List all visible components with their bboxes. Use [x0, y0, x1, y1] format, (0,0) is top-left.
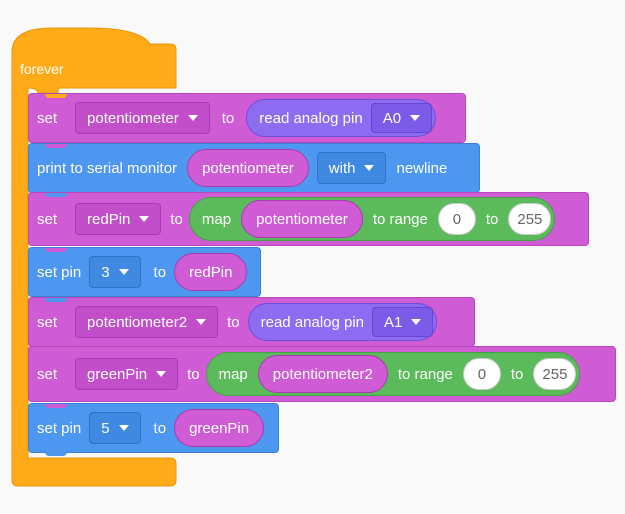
forever-label: forever: [20, 61, 64, 77]
pin-dropdown[interactable]: A0: [370, 103, 433, 133]
chevron-down-icon: [196, 319, 207, 325]
to-label: to: [153, 419, 167, 437]
set-variable-block[interactable]: set potentiometer to read analog pin A0: [28, 93, 466, 143]
min-input[interactable]: 0: [437, 203, 476, 235]
chevron-down-icon: [187, 115, 198, 121]
to-label: to: [170, 210, 183, 228]
to-label: to: [485, 210, 499, 228]
map-reporter[interactable]: map potentiometer2 to range 0 to 255: [205, 352, 581, 396]
read-analog-pin-reporter[interactable]: read analog pin A0: [246, 99, 437, 137]
variable-reporter[interactable]: redPin: [174, 253, 248, 291]
range-label: to range: [372, 210, 428, 228]
chevron-down-icon: [364, 165, 375, 171]
set-label: set: [37, 365, 58, 383]
map-reporter[interactable]: map potentiometer to range 0 to 255: [188, 197, 556, 241]
variable-dropdown[interactable]: potentiometer: [75, 102, 210, 134]
set-label: set: [37, 109, 58, 127]
reporter-label: redPin: [189, 263, 233, 281]
set-pin-block[interactable]: set pin 5 to greenPin: [28, 403, 279, 456]
min-input[interactable]: 0: [462, 358, 501, 390]
max-input[interactable]: 255: [533, 358, 577, 390]
set-variable-block[interactable]: set potentiometer2 to read analog pin A1: [28, 297, 475, 347]
newline-option-dropdown[interactable]: with: [316, 152, 387, 184]
variable-name: potentiometer: [87, 109, 179, 127]
block-bottom-tab: [45, 452, 67, 456]
chevron-down-icon: [156, 371, 167, 377]
map-label: map: [201, 210, 232, 228]
newline-label: newline: [396, 159, 448, 177]
reporter-label: greenPin: [189, 419, 250, 437]
block-notch: [45, 144, 67, 148]
to-label: to: [187, 365, 200, 383]
chevron-down-icon: [118, 269, 129, 275]
block-notch: [45, 94, 67, 98]
chevron-down-icon: [139, 216, 150, 222]
block-notch: [45, 404, 67, 408]
map-label: map: [218, 365, 248, 383]
set-variable-block[interactable]: set greenPin to map potentiometer2 to ra…: [28, 346, 616, 402]
pin-dropdown[interactable]: A1: [372, 307, 434, 337]
variable-name: greenPin: [87, 365, 148, 383]
variable-dropdown[interactable]: greenPin: [75, 358, 179, 390]
set-label: set: [37, 313, 58, 331]
chevron-down-icon: [118, 425, 129, 431]
reporter-label: read analog pin: [260, 313, 365, 331]
set-pin-block[interactable]: set pin 3 to redPin: [28, 247, 261, 297]
variable-reporter[interactable]: potentiometer: [241, 200, 363, 238]
reporter-label: read analog pin: [259, 109, 363, 127]
pin-value: A0: [382, 109, 402, 127]
pin-value: 5: [101, 419, 110, 437]
to-label: to: [153, 263, 167, 281]
variable-dropdown[interactable]: redPin: [75, 203, 162, 235]
max-input[interactable]: 255: [508, 203, 552, 235]
variable-reporter[interactable]: greenPin: [174, 409, 265, 447]
block-notch: [45, 248, 67, 252]
chevron-down-icon: [410, 115, 421, 121]
pin-dropdown[interactable]: 3: [89, 256, 141, 288]
range-label: to range: [397, 365, 453, 383]
to-label: to: [227, 313, 240, 331]
to-label: to: [221, 109, 235, 127]
set-pin-label: set pin: [37, 263, 82, 281]
variable-name: potentiometer2: [87, 313, 188, 331]
print-label: print to serial monitor: [37, 159, 178, 177]
set-pin-label: set pin: [37, 419, 82, 437]
option-value: with: [328, 159, 356, 177]
variable-reporter[interactable]: potentiometer: [187, 149, 309, 187]
reporter-label: potentiometer2: [272, 365, 373, 383]
set-variable-block[interactable]: set redPin to map potentiometer to range…: [28, 192, 589, 246]
block-notch: [45, 298, 67, 302]
set-label: set: [37, 210, 58, 228]
block-notch: [45, 347, 67, 351]
variable-reporter[interactable]: potentiometer2: [257, 355, 388, 393]
pin-value: A1: [384, 313, 403, 331]
pin-value: 3: [101, 263, 110, 281]
variable-dropdown[interactable]: potentiometer2: [75, 306, 219, 338]
reporter-label: potentiometer: [256, 210, 348, 228]
variable-name: redPin: [87, 210, 131, 228]
chevron-down-icon: [411, 319, 422, 325]
to-label: to: [510, 365, 524, 383]
reporter-label: potentiometer: [202, 159, 294, 177]
print-serial-block[interactable]: print to serial monitor potentiometer wi…: [28, 143, 480, 193]
pin-dropdown[interactable]: 5: [89, 412, 141, 444]
block-notch: [45, 193, 67, 197]
read-analog-pin-reporter[interactable]: read analog pin A1: [247, 303, 438, 341]
